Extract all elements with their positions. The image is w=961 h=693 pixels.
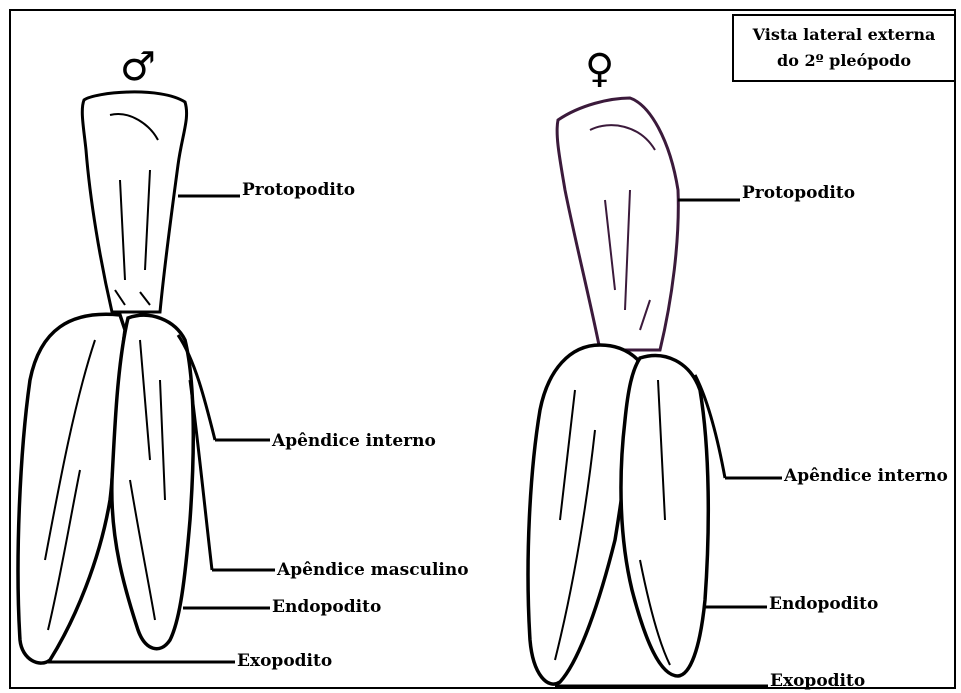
female-label-endopodito: Endopodito xyxy=(769,594,878,614)
title-line-1: Vista lateral externa xyxy=(752,25,936,44)
male-label-apendice-interno: Apêndice interno xyxy=(271,431,436,451)
female-label-exopodito: Exopodito xyxy=(770,671,865,691)
male-label-exopodito: Exopodito xyxy=(237,651,332,671)
title-line-2: do 2º pleópodo xyxy=(777,51,911,70)
male-label-protopodito: Protopodito xyxy=(242,180,355,200)
male-pleopod: ♂ Protopodito Apêndice interno Apêndice … xyxy=(18,44,469,671)
male-label-apendice-masculino: Apêndice masculino xyxy=(276,560,469,580)
female-label-apendice-interno: Apêndice interno xyxy=(783,466,948,486)
female-label-protopodito: Protopodito xyxy=(742,183,855,203)
male-label-endopodito: Endopodito xyxy=(272,597,381,617)
female-symbol-icon: ♀ xyxy=(585,46,614,92)
female-protopodite xyxy=(557,98,678,350)
female-pleopod: ♀ Protopodito Apêndice interno Endopodit… xyxy=(528,46,948,691)
male-endopodite xyxy=(112,315,193,648)
male-exopodite xyxy=(18,314,125,663)
male-symbol-icon: ♂ xyxy=(120,44,156,90)
male-protopodite xyxy=(82,92,186,312)
title-box: Vista lateral externa do 2º pleópodo xyxy=(733,15,955,81)
